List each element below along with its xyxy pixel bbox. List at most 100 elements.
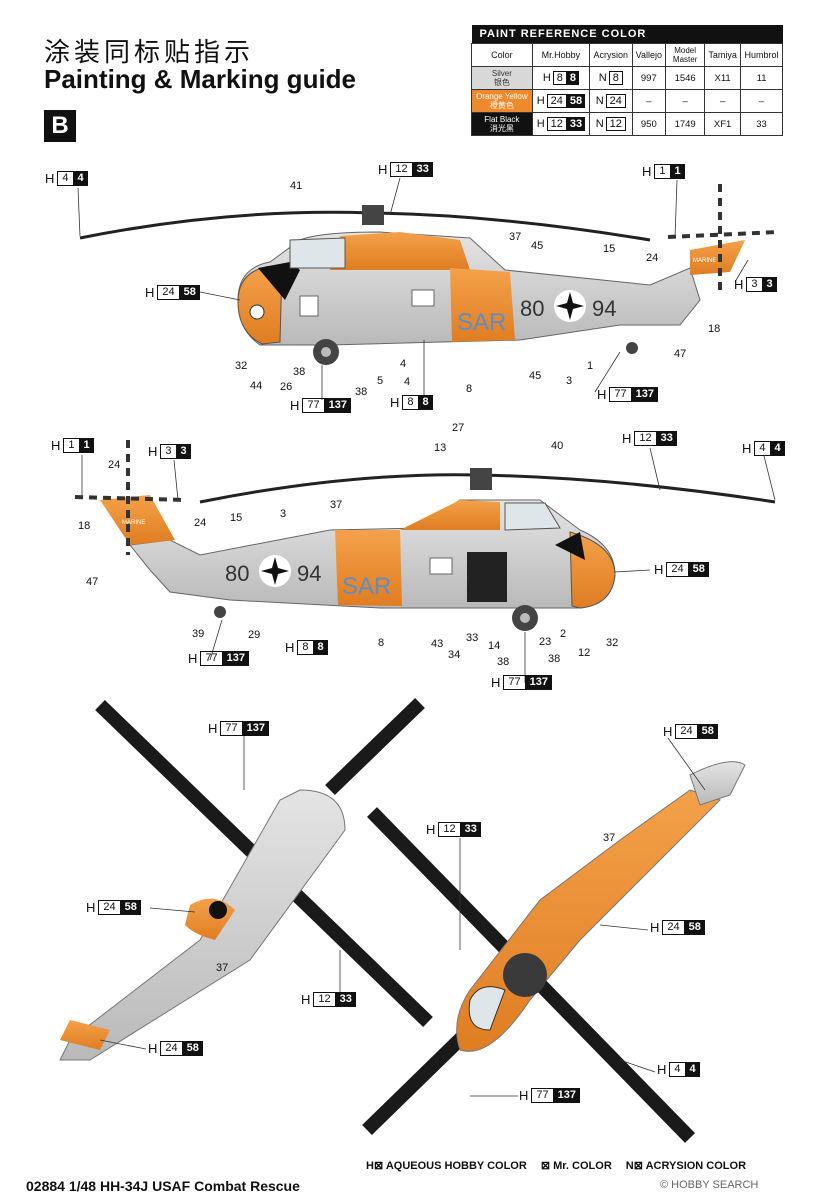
col-header: Tamiya xyxy=(704,43,742,67)
marine-marking: MARINE xyxy=(693,258,716,264)
number-marking: 80 xyxy=(225,561,249,586)
callout-number: 32 xyxy=(235,360,248,372)
callout-number: 18 xyxy=(708,323,721,335)
callout-number: 1 xyxy=(587,360,594,372)
callout-number: 37 xyxy=(330,499,343,511)
callout-number: 15 xyxy=(603,243,616,255)
page-title-en: Painting & Marking guide xyxy=(44,64,357,94)
col-header: Acrysion xyxy=(589,43,633,67)
callout-number: 8 xyxy=(378,637,385,649)
number-marking: 94 xyxy=(592,296,616,321)
marine-marking: MARINE xyxy=(122,520,145,526)
callout-number: 26 xyxy=(280,381,293,393)
callout-number: 45 xyxy=(531,240,544,252)
callout-number: 2 xyxy=(560,628,567,640)
side-view-right: SAR 80 94 MARINE xyxy=(74,440,776,631)
callout-number: 34 xyxy=(448,649,461,661)
number-marking: 80 xyxy=(520,296,544,321)
callout-number: 29 xyxy=(248,629,261,641)
callout-number: 37 xyxy=(509,231,522,243)
callout-number: 23 xyxy=(539,636,552,648)
callout-number: 37 xyxy=(603,832,616,844)
callout-number: 4 xyxy=(400,358,407,370)
callout-number: 37 xyxy=(216,962,229,974)
legend-acrysion: N⊠ ACRYSION COLOR xyxy=(625,1160,747,1172)
callout-number: 45 xyxy=(529,370,542,382)
leader-lines xyxy=(77,177,776,1097)
callout-number: 43 xyxy=(431,638,444,650)
callout-number: 8 xyxy=(466,383,473,395)
callout-number: 24 xyxy=(194,517,207,529)
callout-number: 24 xyxy=(108,459,121,471)
callout-number: 38 xyxy=(497,656,510,668)
scheme-badge: B xyxy=(44,110,76,142)
callout-number: 38 xyxy=(355,386,368,398)
callout-number: 39 xyxy=(192,628,205,640)
callout-number: 47 xyxy=(674,348,687,360)
callout-number: 14 xyxy=(488,640,501,652)
callout-number: 13 xyxy=(434,442,447,454)
bottom-view xyxy=(362,761,746,1143)
watermark: © HOBBY SEARCH xyxy=(660,1179,759,1191)
number-marking: 94 xyxy=(297,561,321,586)
paint-legend: H⊠ AQUEOUS HOBBY COLOR ⊠ Mr. COLOR N⊠ AC… xyxy=(366,1159,746,1172)
callout-number: 41 xyxy=(290,180,303,192)
table-caption: PAINT REFERENCE COLOR xyxy=(471,25,783,44)
callout-number: 38 xyxy=(548,653,561,665)
col-header: Mr.Hobby xyxy=(531,43,591,67)
legend-mr-color: ⊠ Mr. COLOR xyxy=(540,1160,612,1172)
callout-number: 3 xyxy=(566,375,573,387)
legend-aqueous: H⊠ AQUEOUS HOBBY COLOR xyxy=(366,1160,527,1172)
page-title-cn: 涂装同标贴指示 xyxy=(44,38,255,68)
callout-number: 12 xyxy=(578,647,591,659)
callout-number: 32 xyxy=(606,637,619,649)
callout-number: 15 xyxy=(230,512,243,524)
sar-marking: SAR xyxy=(342,573,391,600)
callout-number: 18 xyxy=(78,520,91,532)
callout-number: 4 xyxy=(404,376,411,388)
callout-number: 33 xyxy=(466,632,479,644)
callout-number: 38 xyxy=(293,366,306,378)
col-header: Humbrol xyxy=(740,43,783,67)
callout-number: 40 xyxy=(551,440,564,452)
product-code: 02884 1/48 HH-34J USAF Combat Rescue xyxy=(26,1178,300,1194)
top-view xyxy=(59,697,433,1061)
callout-number: 24 xyxy=(646,252,659,264)
callout-number: 44 xyxy=(250,380,263,392)
callout-number: 27 xyxy=(452,422,465,434)
